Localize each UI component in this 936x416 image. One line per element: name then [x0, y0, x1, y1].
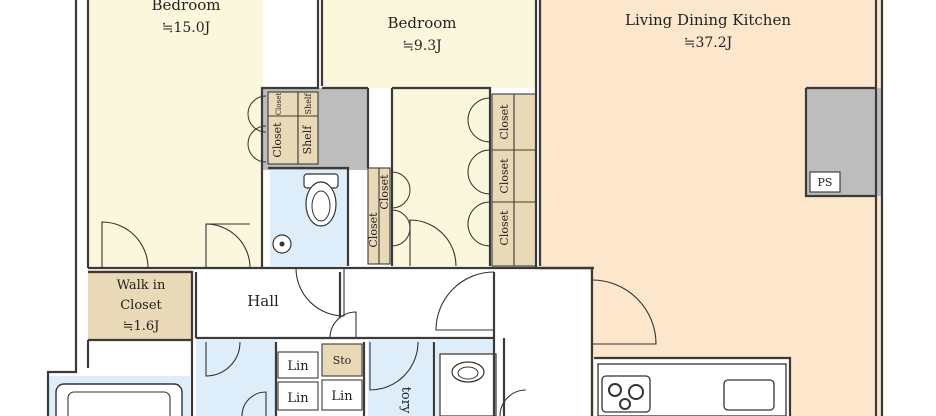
hall-name: Hall [247, 292, 279, 310]
bedroom1-name: Bedroom [152, 0, 221, 14]
closet-label-a: Closet [271, 122, 284, 158]
linen-label-2: Lin [287, 391, 309, 406]
closet-label-c1: Closet [498, 104, 511, 140]
burner-2 [628, 384, 644, 400]
door-linen [205, 341, 241, 377]
fixtures [55, 173, 787, 416]
bathtub [55, 383, 183, 416]
wic-label-2: Closet [120, 298, 162, 313]
shelf-label-a2: Shelf [304, 93, 313, 115]
door-bedroom1 [205, 223, 251, 269]
door-corridor [435, 271, 495, 331]
labels: Bedroom ≒15.0J Bedroom ≒9.3J Living Dini… [117, 0, 833, 414]
bedroom2-area: ≒9.3J [402, 38, 442, 54]
bedroom1-area: ≒15.0J [162, 20, 211, 36]
door-bedroom2 [409, 219, 457, 267]
closets [267, 91, 537, 411]
linen-unit-1 [277, 351, 319, 379]
closet-label-a2: Closet [275, 93, 283, 116]
door-lavatory [369, 341, 419, 391]
sto-unit [321, 343, 363, 377]
lavatory-label: tory [398, 387, 413, 414]
door-ldk [591, 279, 657, 345]
bedroom2-floor [322, 0, 536, 88]
linen-label-1: Lin [287, 359, 309, 374]
wic-label-1: Walk in [117, 278, 166, 293]
bedroom1-floor [88, 0, 263, 268]
doors [101, 219, 657, 416]
ldk-area: ≒37.2J [684, 35, 733, 51]
door-bath [241, 391, 267, 416]
shelf-unit-a [297, 91, 319, 165]
ldk-name: Living Dining Kitchen [625, 11, 791, 29]
wic-area: ≒1.6J [123, 319, 160, 334]
closet-label-c3: Closet [498, 210, 511, 246]
door-basin [499, 389, 527, 416]
shelf-label-a: Shelf [301, 125, 314, 155]
pipe-space-label: PS [818, 176, 833, 189]
sto-label: Sto [333, 354, 352, 367]
walls [46, 0, 884, 416]
ps-box [809, 171, 841, 193]
closet-doors [247, 95, 491, 247]
corridor-floor [494, 270, 590, 416]
closet-label-b1: Closet [367, 212, 380, 248]
door-wic [101, 221, 149, 269]
linen-unit-3 [321, 379, 363, 411]
burner-1 [608, 383, 622, 397]
bedroom2-floor-lower [392, 88, 490, 266]
wic-floor [88, 270, 192, 340]
closet-label-c2: Closet [498, 158, 511, 194]
linen-label-3: Lin [331, 389, 353, 404]
ldk-floor [540, 0, 882, 416]
kitchen-sink [723, 379, 775, 411]
linen-unit-2 [277, 381, 319, 411]
closet-label-b2: Closet [378, 174, 391, 210]
bedroom2-name: Bedroom [388, 14, 457, 32]
washroom-floor [196, 340, 276, 416]
burner-3 [619, 398, 631, 410]
toilet-bowl [305, 181, 337, 227]
closet-unit-a [267, 91, 299, 165]
door-washroom [329, 311, 357, 339]
hall-floor [196, 270, 494, 338]
